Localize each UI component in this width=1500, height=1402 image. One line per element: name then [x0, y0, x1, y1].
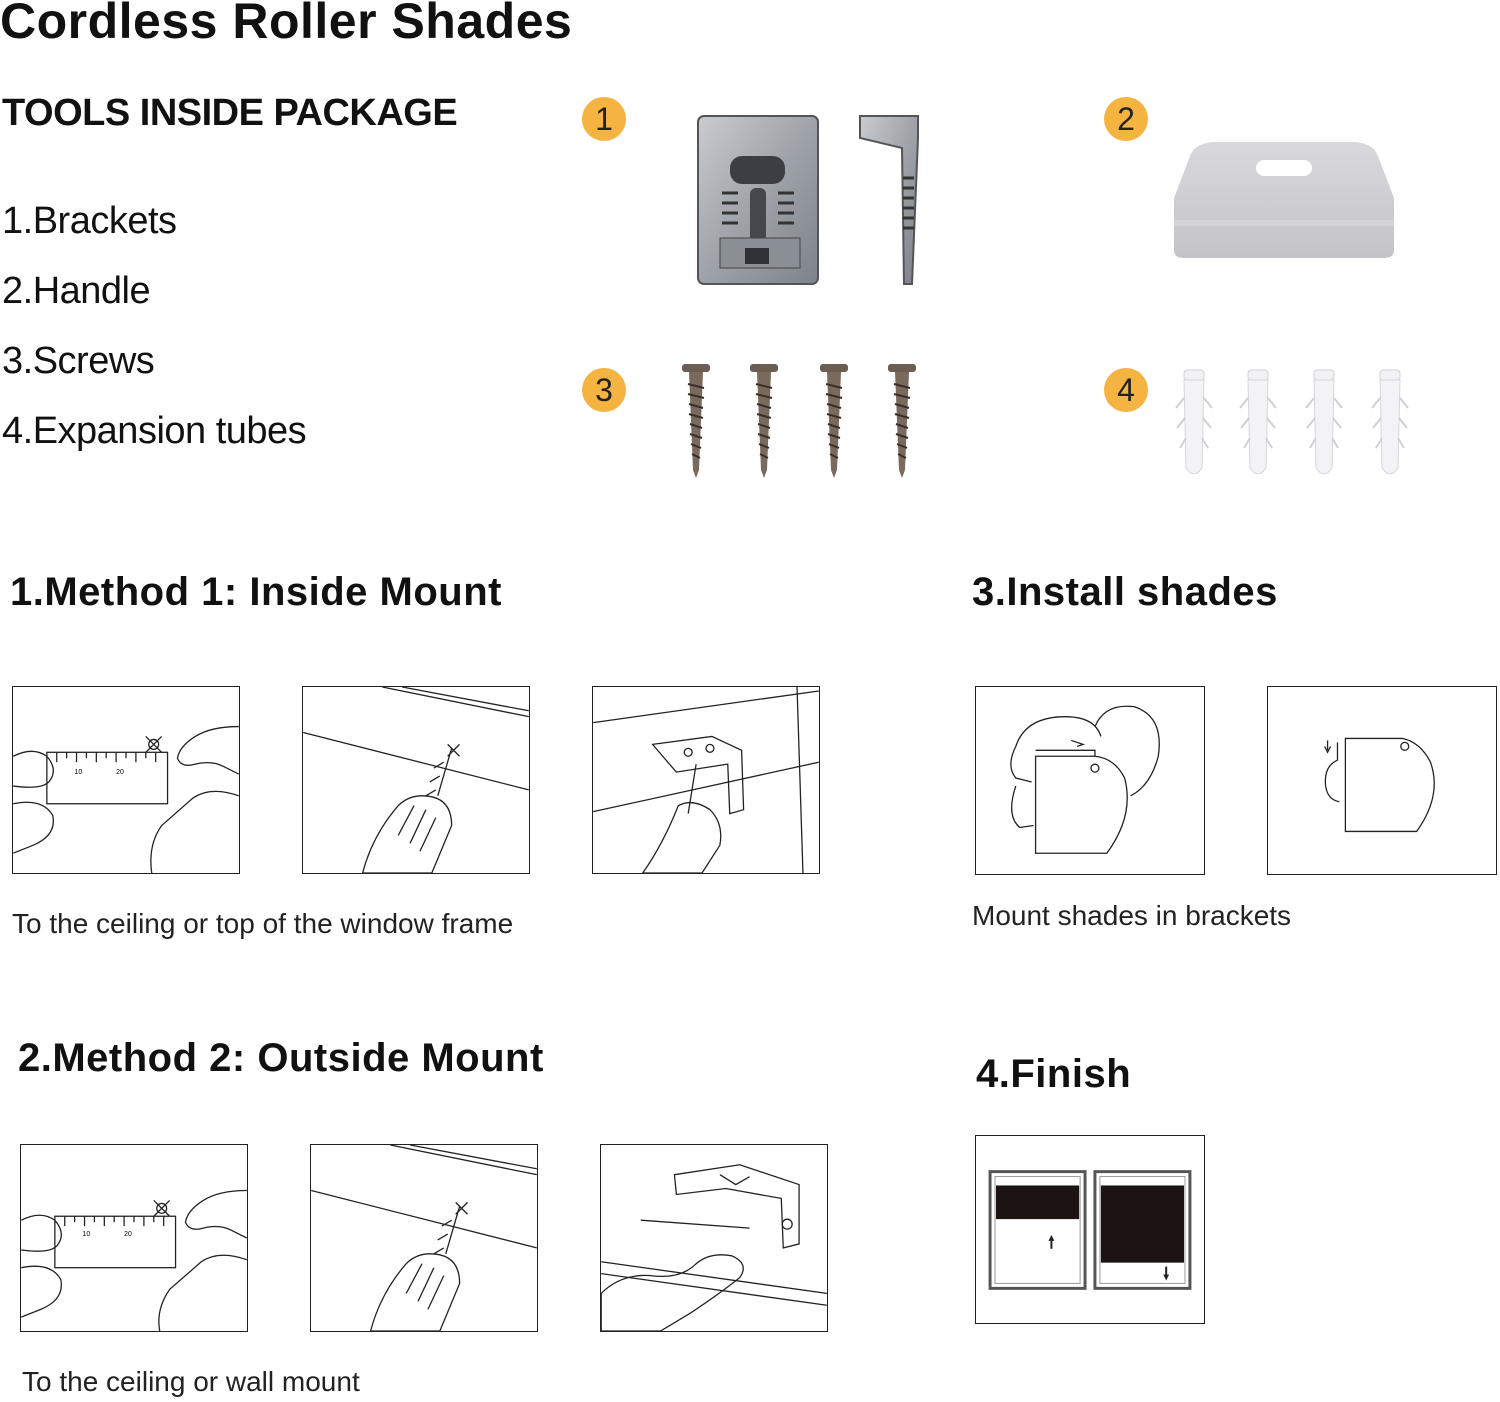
ruler-tick-10: 10: [75, 769, 83, 776]
ruler-tick-20: 20: [116, 769, 124, 776]
tool-item-handle: 2.Handle: [2, 270, 151, 312]
method1-drill-panel: [302, 686, 530, 874]
method2-caption: To the ceiling or wall mount: [22, 1366, 360, 1397]
method1-measure-panel: 10 20: [12, 686, 240, 874]
method2-drill-panel: [310, 1144, 538, 1332]
page-title: Cordless Roller Shades: [0, 0, 573, 49]
ruler-tick-20: 20: [124, 1231, 132, 1238]
tool-item-screws: 3.Screws: [2, 340, 155, 382]
method1-caption: To the ceiling or top of the window fram…: [12, 908, 514, 939]
expansion-tubes-image: [1172, 368, 1412, 482]
ruler-tick-10: 10: [83, 1231, 91, 1238]
install-heading: 3.Install shades: [972, 570, 1278, 614]
badge-1: 1: [582, 97, 626, 141]
badge-3: 3: [582, 368, 626, 412]
finish-heading: 4.Finish: [976, 1052, 1132, 1096]
install-bracket-panel: [1267, 686, 1497, 875]
install-hands-panel: [975, 686, 1205, 875]
handle-image: [1168, 138, 1400, 262]
method2-screw-panel: [600, 1144, 828, 1332]
method1-screw-panel: [592, 686, 820, 874]
tools-heading: TOOLS INSIDE PACKAGE: [2, 92, 458, 134]
tool-item-brackets: 1.Brackets: [2, 200, 177, 242]
method1-heading: 1.Method 1: Inside Mount: [10, 570, 502, 614]
screws-image: [672, 362, 932, 480]
tool-item-expansion-tubes: 4.Expansion tubes: [2, 410, 307, 452]
method2-heading: 2.Method 2: Outside Mount: [18, 1036, 544, 1080]
install-caption: Mount shades in brackets: [972, 900, 1292, 931]
badge-2: 2: [1104, 97, 1148, 141]
finish-panel: [975, 1135, 1205, 1324]
brackets-image: [690, 108, 930, 293]
method2-measure-panel: 10 20: [20, 1144, 248, 1332]
badge-4: 4: [1104, 368, 1148, 412]
